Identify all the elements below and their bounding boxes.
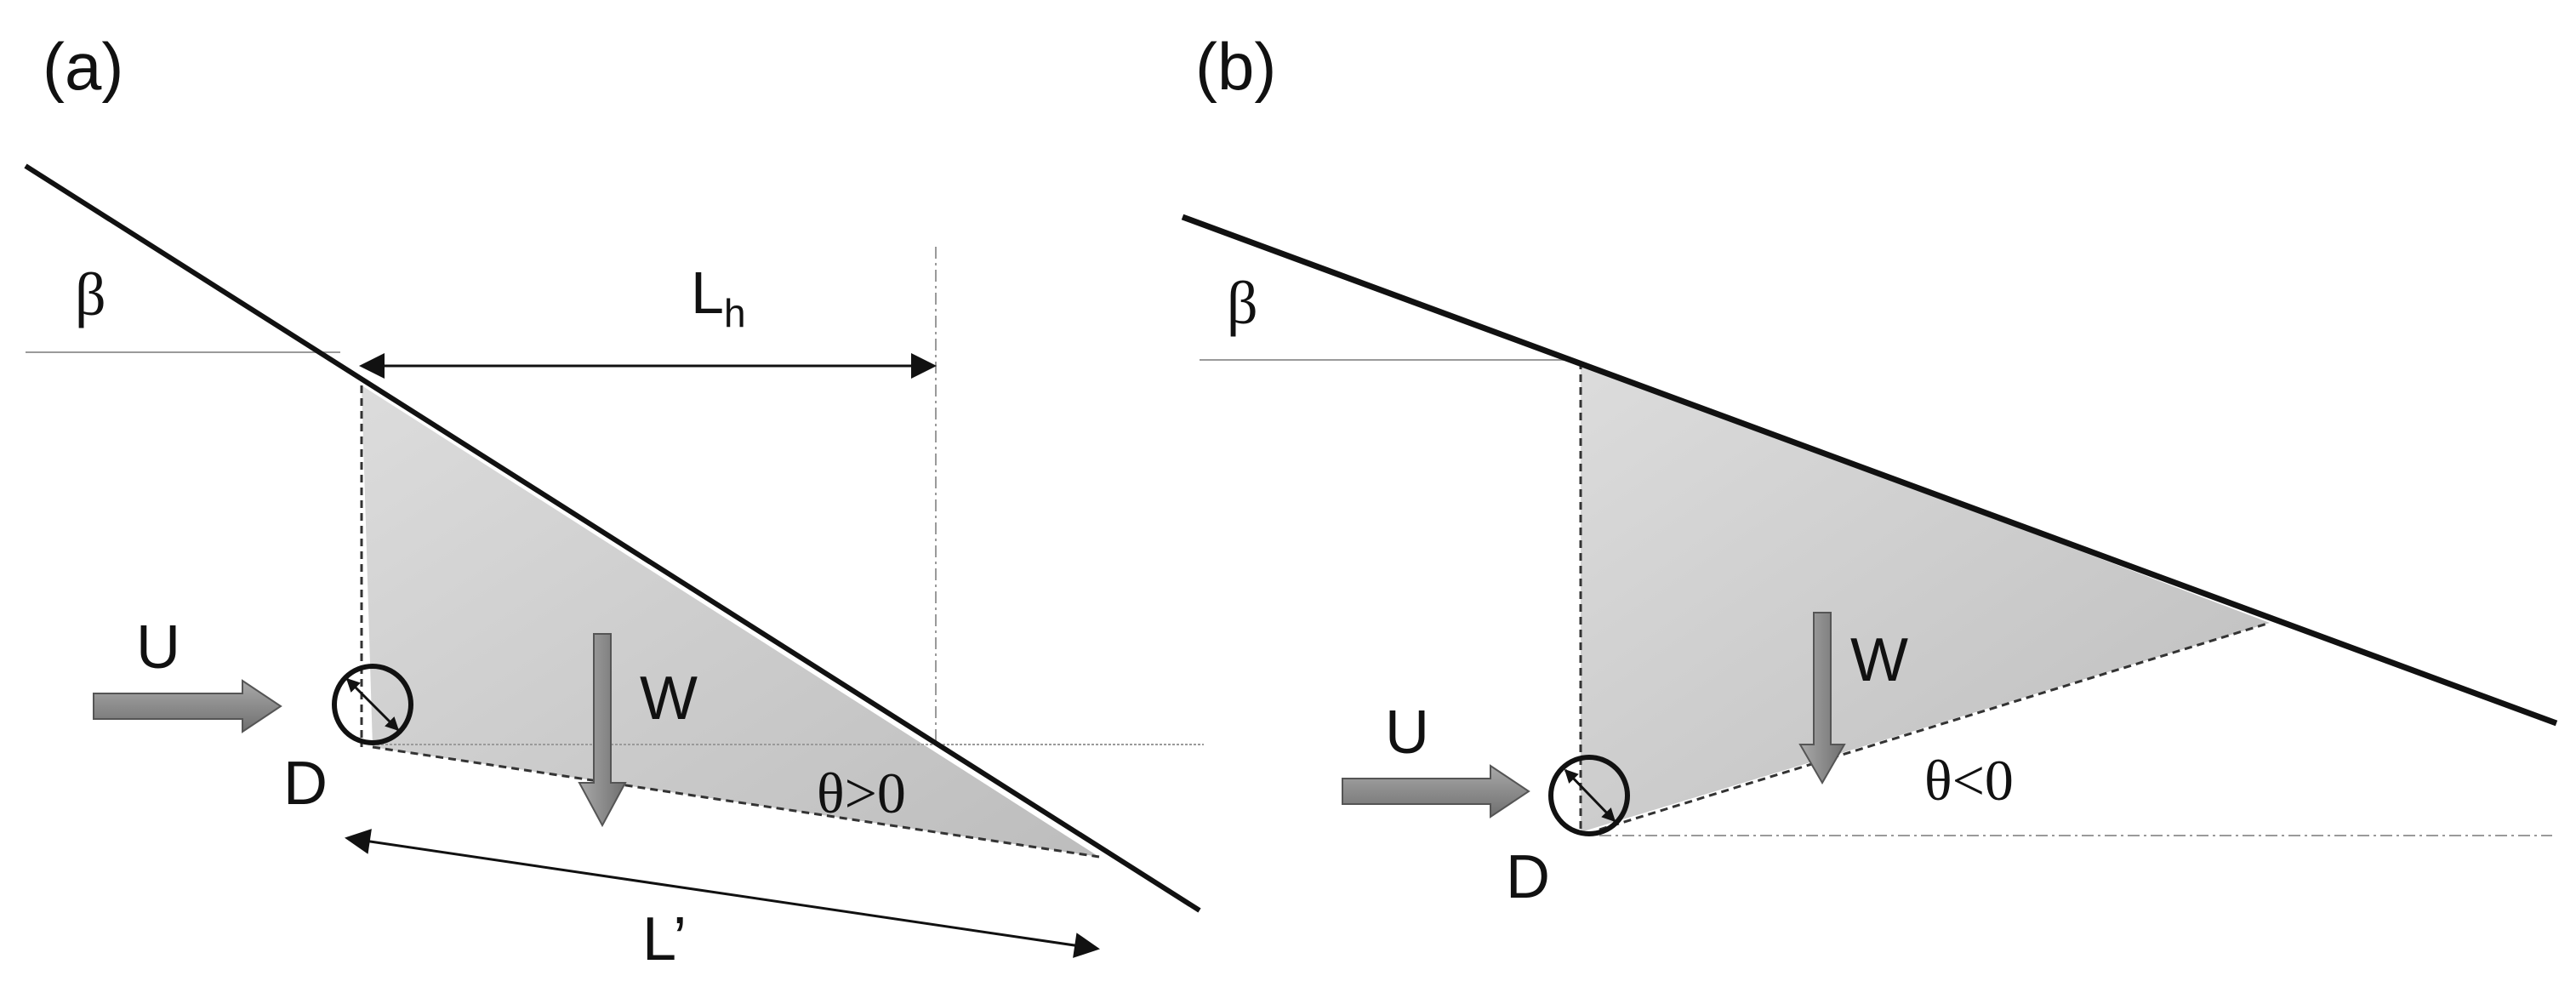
panel-b-cylinder: [1548, 755, 1630, 836]
panel-a-lh-label: Lh: [691, 260, 746, 335]
panel-b-wedge: [1581, 362, 2270, 832]
panel-a: (a) β Lh U D W θ>0 L’: [24, 29, 1204, 973]
panel-b-w-label: W: [1850, 626, 1908, 694]
panel-a-beta-label: β: [75, 260, 106, 328]
panel-b-w-arrow: [1798, 612, 1846, 784]
panel-b-d-label: D: [1506, 843, 1550, 911]
panel-a-slope-line: [24, 163, 1201, 913]
panel-a-theta-label: θ>0: [817, 761, 906, 825]
panel-b-slope-line: [1181, 214, 2558, 727]
panel-a-u-label: U: [136, 613, 180, 682]
panel-a-lprime-label: L’: [642, 905, 687, 973]
panel-a-wedge-bottom-edge: [372, 745, 1100, 859]
panel-b-theta-label: θ<0: [1924, 748, 2014, 813]
panel-a-lprime-arrow: [345, 829, 1100, 958]
panel-b-u-arrow: [1342, 764, 1530, 819]
panel-b-beta-label: β: [1227, 269, 1258, 337]
panel-b-u-label: U: [1385, 699, 1429, 767]
panel-a-d-label: D: [283, 750, 328, 818]
panel-b-diameter-arrow: [1564, 768, 1616, 823]
panel-a-u-arrow: [93, 679, 282, 733]
panel-a-w-label: W: [640, 665, 698, 733]
panel-a-cylinder: [332, 664, 413, 745]
panel-b: (b) β U D W θ<0: [1181, 29, 2558, 911]
panel-b-label: (b): [1195, 29, 1276, 104]
panel-a-w-arrow: [578, 633, 627, 828]
panel-a-wedge: [362, 385, 1099, 857]
panel-b-wedge-bottom-edge: [1599, 621, 2271, 831]
panel-a-diameter-arrow: [345, 677, 400, 732]
panel-a-label: (a): [43, 29, 123, 104]
